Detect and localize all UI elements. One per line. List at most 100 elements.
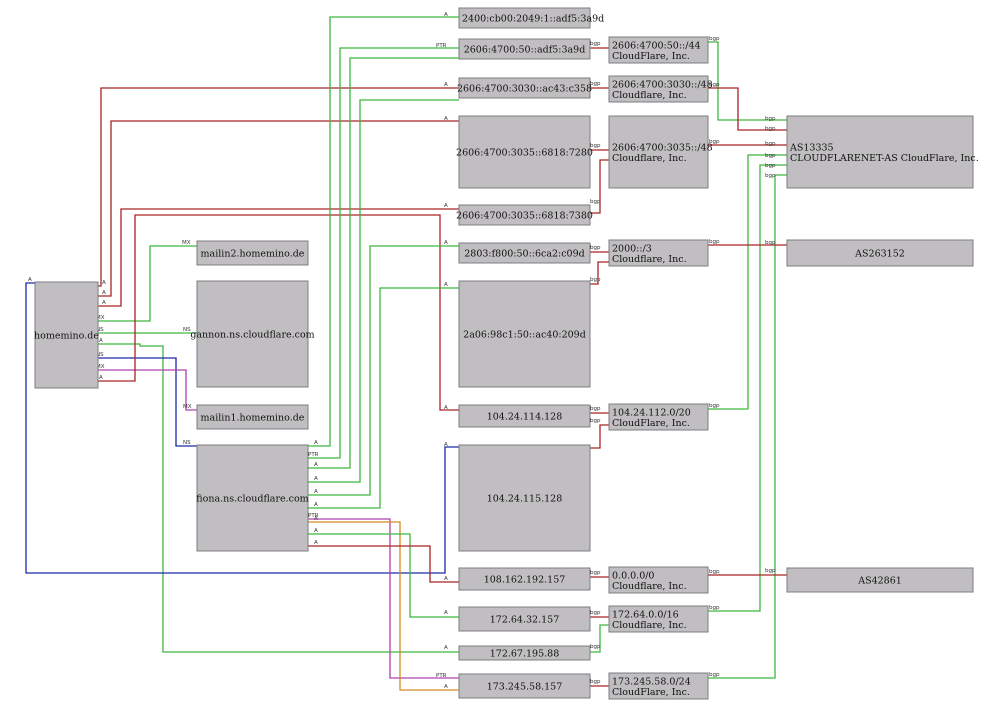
- edge-bgp-label-5: bgp: [765, 173, 776, 179]
- edge-label: bgp: [590, 143, 601, 149]
- edge-bgp-50: bgp: [590, 41, 609, 49]
- edge-bgp-173: bgp: [590, 679, 609, 687]
- node-label: 2606:4700:3030::ac43:c358: [457, 84, 592, 95]
- edge-label: PTR: [308, 452, 319, 458]
- edge-as-173: bgp: [708, 174, 787, 679]
- edge-label: A: [444, 684, 448, 690]
- edge-fiona-172-64: A: [308, 528, 459, 618]
- node-label: gannon.ns.cloudflare.com: [190, 330, 314, 341]
- node-label: mailin2.homemino.de: [201, 249, 305, 260]
- edge-fiona-108: A: [308, 540, 459, 583]
- node-box: [608, 672, 709, 700]
- edge-label: A: [444, 610, 448, 616]
- node-label: homemino.de: [34, 331, 99, 342]
- edge-label: bgp: [590, 570, 601, 576]
- edge-bgp-104-115: bgp: [590, 418, 609, 449]
- edge-a-label-6: A: [444, 282, 448, 288]
- edge-a-104-115: A: [25, 277, 459, 574]
- edge-as-172: bgp: [708, 164, 787, 612]
- node-label: CLOUDFLARENET-AS CloudFlare, Inc.: [790, 153, 979, 164]
- edge-bgp-2803: bgp: [590, 245, 609, 253]
- edge-label: A: [444, 12, 448, 18]
- edge-bgp-label-0: bgp: [765, 116, 776, 122]
- edge-label: A: [444, 442, 448, 448]
- node-ip-108: 108.162.192.157: [458, 567, 591, 591]
- node-label: Cloudflare, Inc.: [612, 90, 687, 101]
- node-box: [196, 240, 309, 266]
- edge-a-label-12: PTR: [436, 673, 447, 679]
- node-box: [608, 566, 709, 594]
- edge-fiona-173: A: [308, 516, 459, 691]
- edge-a-label-5: A: [444, 240, 448, 246]
- edge-fiona-2400: A: [308, 16, 459, 447]
- edge-label: A: [314, 540, 318, 546]
- node-box: [34, 281, 99, 389]
- edge-bgp-label-2: bgp: [765, 141, 776, 147]
- edge-label: A: [102, 300, 106, 306]
- edge-fiona-ptr-173: PTR: [308, 513, 459, 679]
- edge-line: [98, 343, 459, 653]
- node-label: Cloudflare, Inc.: [612, 153, 687, 164]
- edge-a-3035-7280: A: [98, 120, 459, 297]
- edge-bgp-2a06: bgp: [590, 261, 609, 285]
- edge-label: bgp: [590, 610, 601, 616]
- node-box: [458, 673, 591, 699]
- edge-a-3035-7380: A: [98, 208, 459, 307]
- node-box: [458, 606, 591, 632]
- edge-line: [308, 287, 459, 509]
- edge-ns-gannon: NS: [96, 327, 197, 334]
- edge-fiona-ptr-4700-50: PTR: [308, 47, 459, 459]
- node-as42861: AS42861: [786, 567, 974, 593]
- edge-line: [98, 369, 197, 411]
- node-ip-2803: 2803:f800:50::6ca2:c09d: [458, 242, 591, 264]
- edge-label: bgp: [765, 163, 776, 169]
- edge-label: A: [314, 440, 318, 446]
- node-label: 173.245.58.157: [487, 682, 563, 693]
- node-box: [458, 242, 591, 264]
- node-ip-4700-3030: 2606:4700:3030::ac43:c358: [457, 77, 592, 99]
- node-box: [458, 115, 591, 189]
- node-label: 2606:4700:50::adf5:3a9d: [464, 45, 586, 56]
- edge-a-label-4: A: [444, 203, 448, 209]
- edge-label: bgp: [765, 116, 776, 122]
- edge-label: A: [444, 282, 448, 288]
- node-box: [608, 605, 709, 633]
- edge-a-label-3: A: [444, 116, 448, 122]
- edge-label: A: [444, 645, 448, 651]
- node-box: [458, 77, 591, 99]
- edge-as-0: bgp: [708, 569, 787, 576]
- node-label: 172.64.0.0/16: [612, 609, 679, 620]
- edge-label: bgp: [590, 644, 601, 650]
- node-ip-173: 173.245.58.157: [458, 673, 591, 699]
- node-label: 2a06:98c1:50::ac40:209d: [463, 330, 586, 341]
- node-label: AS42861: [857, 576, 902, 587]
- edge-a-label-9: A: [444, 576, 448, 582]
- node-label: 104.24.115.128: [487, 494, 563, 505]
- edge-label: NS: [183, 440, 191, 446]
- edge-label: A: [444, 82, 448, 88]
- node-label: AS263152: [854, 249, 905, 260]
- edge-label: A: [314, 462, 318, 468]
- edge-line: [98, 87, 459, 287]
- node-as263152: AS263152: [786, 239, 974, 267]
- node-label: 2000::/3: [612, 243, 652, 254]
- edge-label: PTR: [436, 673, 447, 679]
- edge-label: A: [99, 375, 103, 381]
- edge-a-104-114: A: [98, 214, 459, 411]
- edge-line: [308, 521, 459, 691]
- edge-label: A: [444, 405, 448, 411]
- edge-line: [708, 87, 787, 131]
- edge-a-label-0: A: [444, 12, 448, 18]
- node-label: 2606:4700:3035::6818:7280: [456, 148, 593, 159]
- edge-label: bgp: [590, 245, 601, 251]
- edge-a-label-2: A: [444, 82, 448, 88]
- edge-label: MX: [96, 364, 105, 370]
- edge-line: [708, 41, 787, 121]
- edge-label: bgp: [590, 199, 601, 205]
- edge-line: [308, 545, 459, 583]
- edge-label: PTR: [436, 43, 447, 49]
- node-box: [786, 567, 974, 593]
- node-box: [458, 280, 591, 388]
